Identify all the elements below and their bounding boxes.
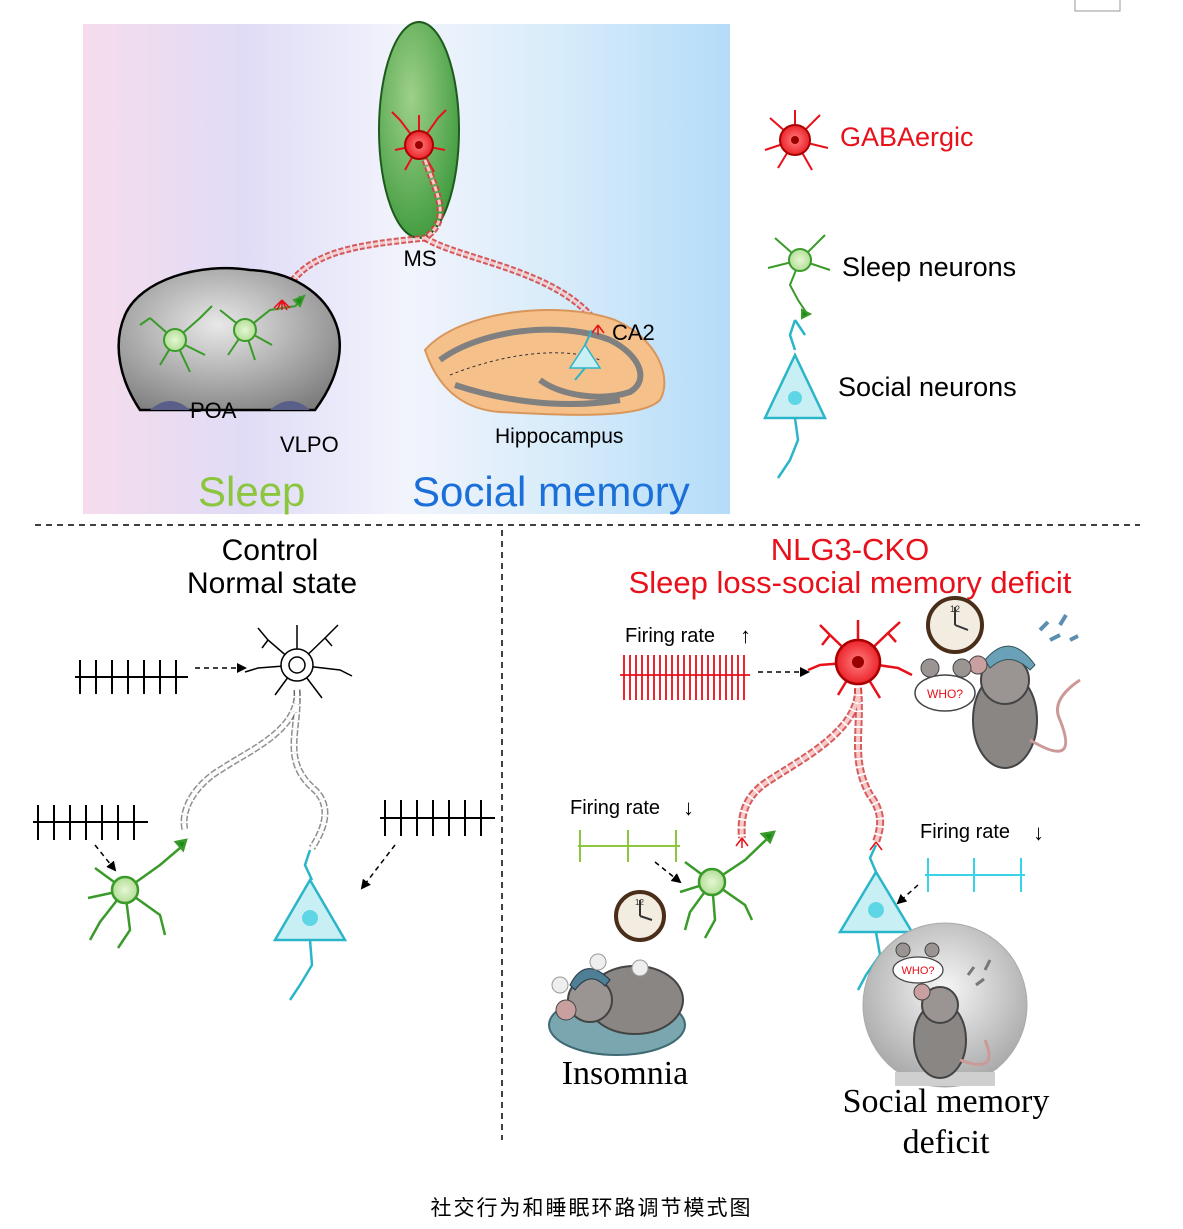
firing-rate-gaba-arrow: ↑ xyxy=(740,623,751,648)
firing-rate-social-arrow: ↓ xyxy=(1033,820,1044,845)
control-spike-train-social xyxy=(380,800,495,836)
cko-subtitle: Sleep loss-social memory deficit xyxy=(629,565,1072,600)
control-spike-train-sleep xyxy=(33,805,148,840)
svg-text:12: 12 xyxy=(635,898,644,907)
cko-arrow-social xyxy=(896,884,919,905)
who-label-top: WHO? xyxy=(927,687,963,701)
cko-spike-train-sleep xyxy=(578,830,680,862)
insomnia-label: Insomnia xyxy=(562,1055,689,1092)
label-vlpo: VLPO xyxy=(280,432,339,457)
label-poa: POA xyxy=(190,398,237,423)
social-deficit-label-line2: deficit xyxy=(903,1124,990,1161)
corner-mark xyxy=(1074,0,1121,12)
legend-gaba-icon xyxy=(764,110,829,171)
social-deficit-bubble: WHO? xyxy=(862,922,1028,1088)
legend-gabaergic: GABAergic xyxy=(840,122,974,152)
clock-icon-bottom: 12 xyxy=(614,890,666,942)
cko-gaba-neuron xyxy=(807,620,913,699)
poa-sleep-neurons xyxy=(139,294,306,373)
control-spike-train-gaba xyxy=(75,660,188,694)
control-arrow-social xyxy=(360,844,396,890)
label-ms: MS xyxy=(404,246,437,271)
firing-rate-sleep-label: Firing rate xyxy=(570,797,660,819)
control-subtitle: Normal state xyxy=(187,567,357,600)
confused-mouse-icon-top xyxy=(968,613,1081,769)
legend-social-neuron-icon xyxy=(763,319,827,479)
legend-social-neurons: Social neurons xyxy=(838,372,1017,402)
insomnia-mouse-icon xyxy=(548,953,686,1056)
poa-synapse xyxy=(273,299,291,311)
cko-arrow-sleep xyxy=(654,861,682,884)
firing-rate-social-label: Firing rate xyxy=(920,821,1010,843)
control-gaba-neuron xyxy=(244,624,353,699)
control-axon-sleep xyxy=(180,689,301,831)
figure-caption: 社交行为和睡眠环路调节模式图 xyxy=(430,1196,753,1220)
cko-sleep-neuron xyxy=(679,830,776,939)
firing-rate-sleep-arrow: ↓ xyxy=(683,795,694,820)
ca2-social-neuron xyxy=(568,329,602,381)
control-axon-social xyxy=(290,689,329,850)
zone-label-sleep: Sleep xyxy=(198,468,305,515)
vlpo-region xyxy=(150,401,310,410)
ms-gaba-neuron xyxy=(391,109,447,173)
svg-text:12: 12 xyxy=(950,604,960,614)
legend-sleep-neuron-icon xyxy=(767,234,831,320)
control-social-neuron xyxy=(272,849,348,1001)
who-speech-bubble-top: WHO? xyxy=(914,658,976,712)
legend-sleep-neurons: Sleep neurons xyxy=(842,252,1016,282)
control-title: Control xyxy=(222,534,319,567)
who-label-bottom: WHO? xyxy=(902,965,935,977)
label-ca2: CA2 xyxy=(612,320,655,345)
cko-spike-train-gaba xyxy=(620,655,750,700)
poa-region xyxy=(117,266,341,412)
cko-title: NLG3-CKO xyxy=(771,532,929,567)
label-hippocampus: Hippocampus xyxy=(495,425,623,448)
zone-label-social-memory: Social memory xyxy=(412,468,690,515)
firing-rate-gaba-label: Firing rate xyxy=(625,625,715,647)
ca2-synapse xyxy=(591,324,605,335)
control-arrow-sleep xyxy=(94,844,117,872)
clock-icon-top: 12 xyxy=(926,596,984,654)
hippocampus-cell-layer xyxy=(438,326,644,408)
cko-synapses xyxy=(735,837,883,851)
control-sleep-neuron xyxy=(87,838,188,949)
cko-spike-train-social xyxy=(925,858,1025,892)
social-deficit-label-line1: Social memory xyxy=(843,1083,1050,1120)
